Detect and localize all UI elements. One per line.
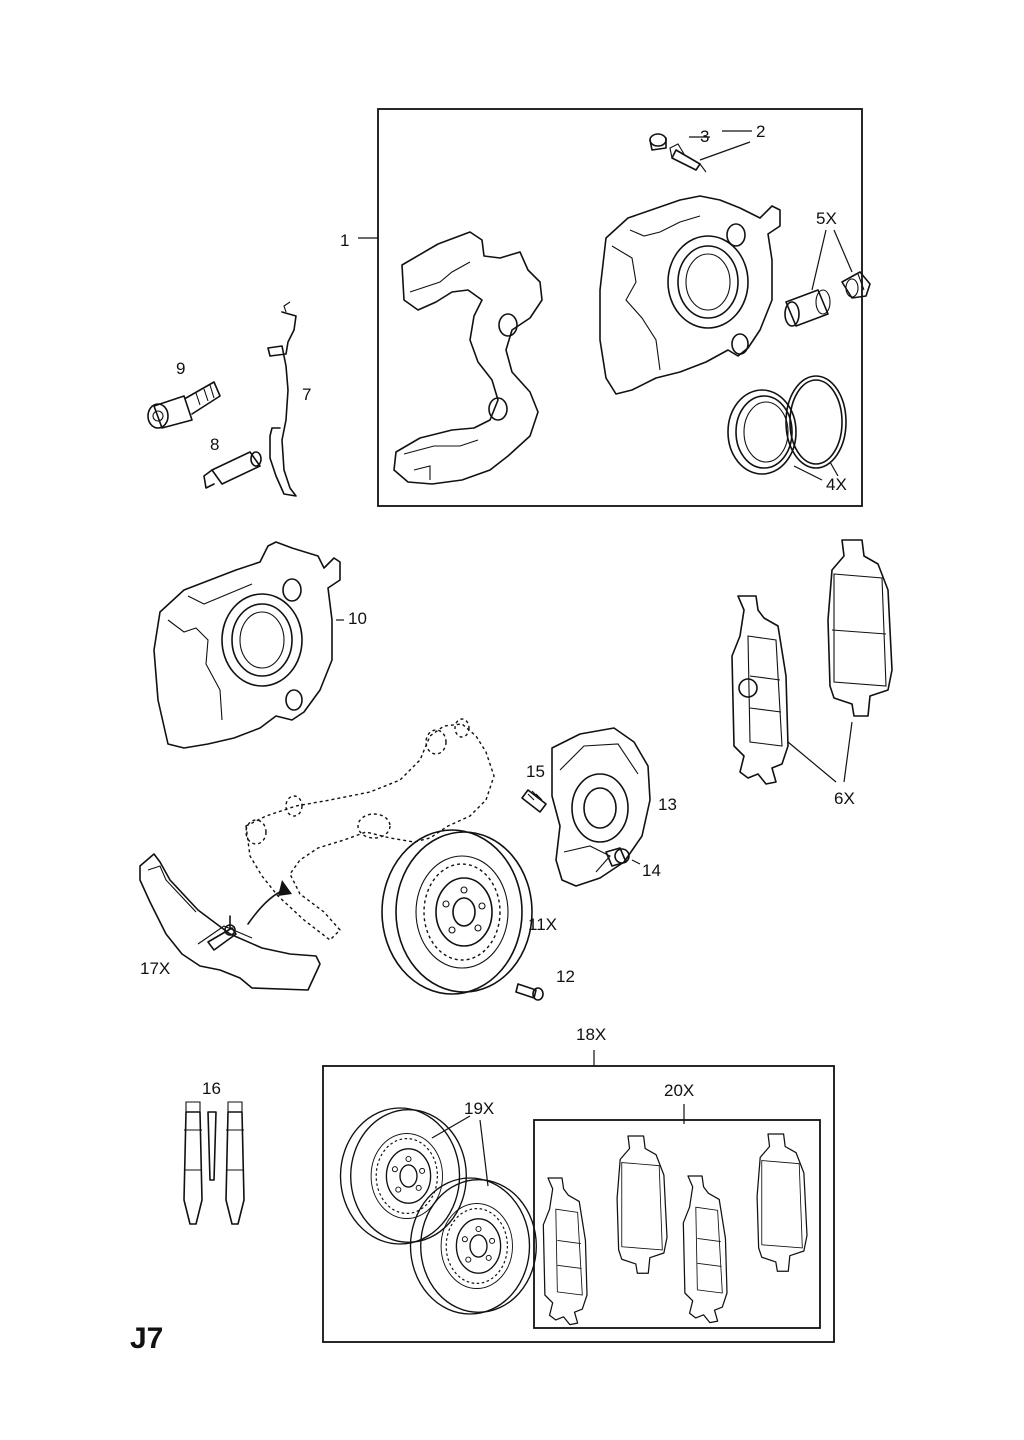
piston-seal-kit	[727, 375, 847, 475]
bolt-14	[605, 847, 630, 867]
callout-5x: 5X	[816, 209, 837, 228]
bleed-screw	[669, 143, 707, 173]
callout-6x: 6X	[834, 789, 855, 808]
kit-1-leaders	[358, 130, 853, 481]
kit-pad-c	[682, 1175, 728, 1324]
kit-box-1	[377, 108, 863, 507]
callout-1: 1	[340, 231, 349, 250]
caliper-housing	[599, 195, 781, 395]
callout-12: 12	[556, 967, 575, 986]
callout-18x: 18X	[576, 1025, 606, 1044]
caliper	[153, 541, 341, 749]
callout-11x: 11X	[528, 915, 557, 934]
pad-wear-sensor	[139, 853, 321, 991]
callout-15: 15	[526, 762, 545, 781]
brake-pad-outer	[827, 539, 893, 717]
callout-20x: 20X	[664, 1081, 694, 1100]
callout-2: 2	[756, 122, 765, 141]
steering-knuckle	[245, 718, 495, 941]
callout-13: 13	[658, 795, 677, 814]
kit-pad-a	[542, 1177, 588, 1326]
kit-pad-b	[616, 1135, 668, 1274]
callout-9: 9	[176, 359, 185, 378]
brake-disc	[381, 829, 533, 995]
kit-disc-leaders	[431, 1115, 489, 1187]
kit-box-20x	[533, 1119, 821, 1329]
guide-boot	[841, 271, 871, 299]
callout-10: 10	[348, 609, 367, 628]
guide-pin	[203, 451, 262, 489]
callout-14: 14	[642, 861, 661, 880]
brake-pad-inner	[731, 595, 789, 785]
callout-17x: 17X	[140, 959, 170, 978]
caliper-carrier	[393, 231, 543, 485]
spring-clip	[267, 301, 297, 497]
bolt	[147, 381, 221, 429]
guide-sleeve	[784, 289, 831, 327]
callout-3: 3	[700, 127, 709, 146]
callout-16: 16	[202, 1079, 221, 1098]
pad-leaders	[787, 721, 853, 783]
callout-7: 7	[302, 385, 311, 404]
callout-19x: 19X	[464, 1099, 494, 1118]
kit-disc-rear	[409, 1177, 537, 1315]
page-id: J7	[130, 1322, 163, 1355]
screw-15	[521, 789, 547, 813]
guide-pin-kit	[183, 1101, 245, 1225]
bleed-cap	[649, 133, 667, 151]
kit-pad-d	[756, 1133, 808, 1272]
callout-8: 8	[210, 435, 219, 454]
screw-12	[515, 983, 544, 1001]
callout-4x: 4X	[826, 475, 847, 494]
kit-box-18x	[322, 1065, 835, 1343]
